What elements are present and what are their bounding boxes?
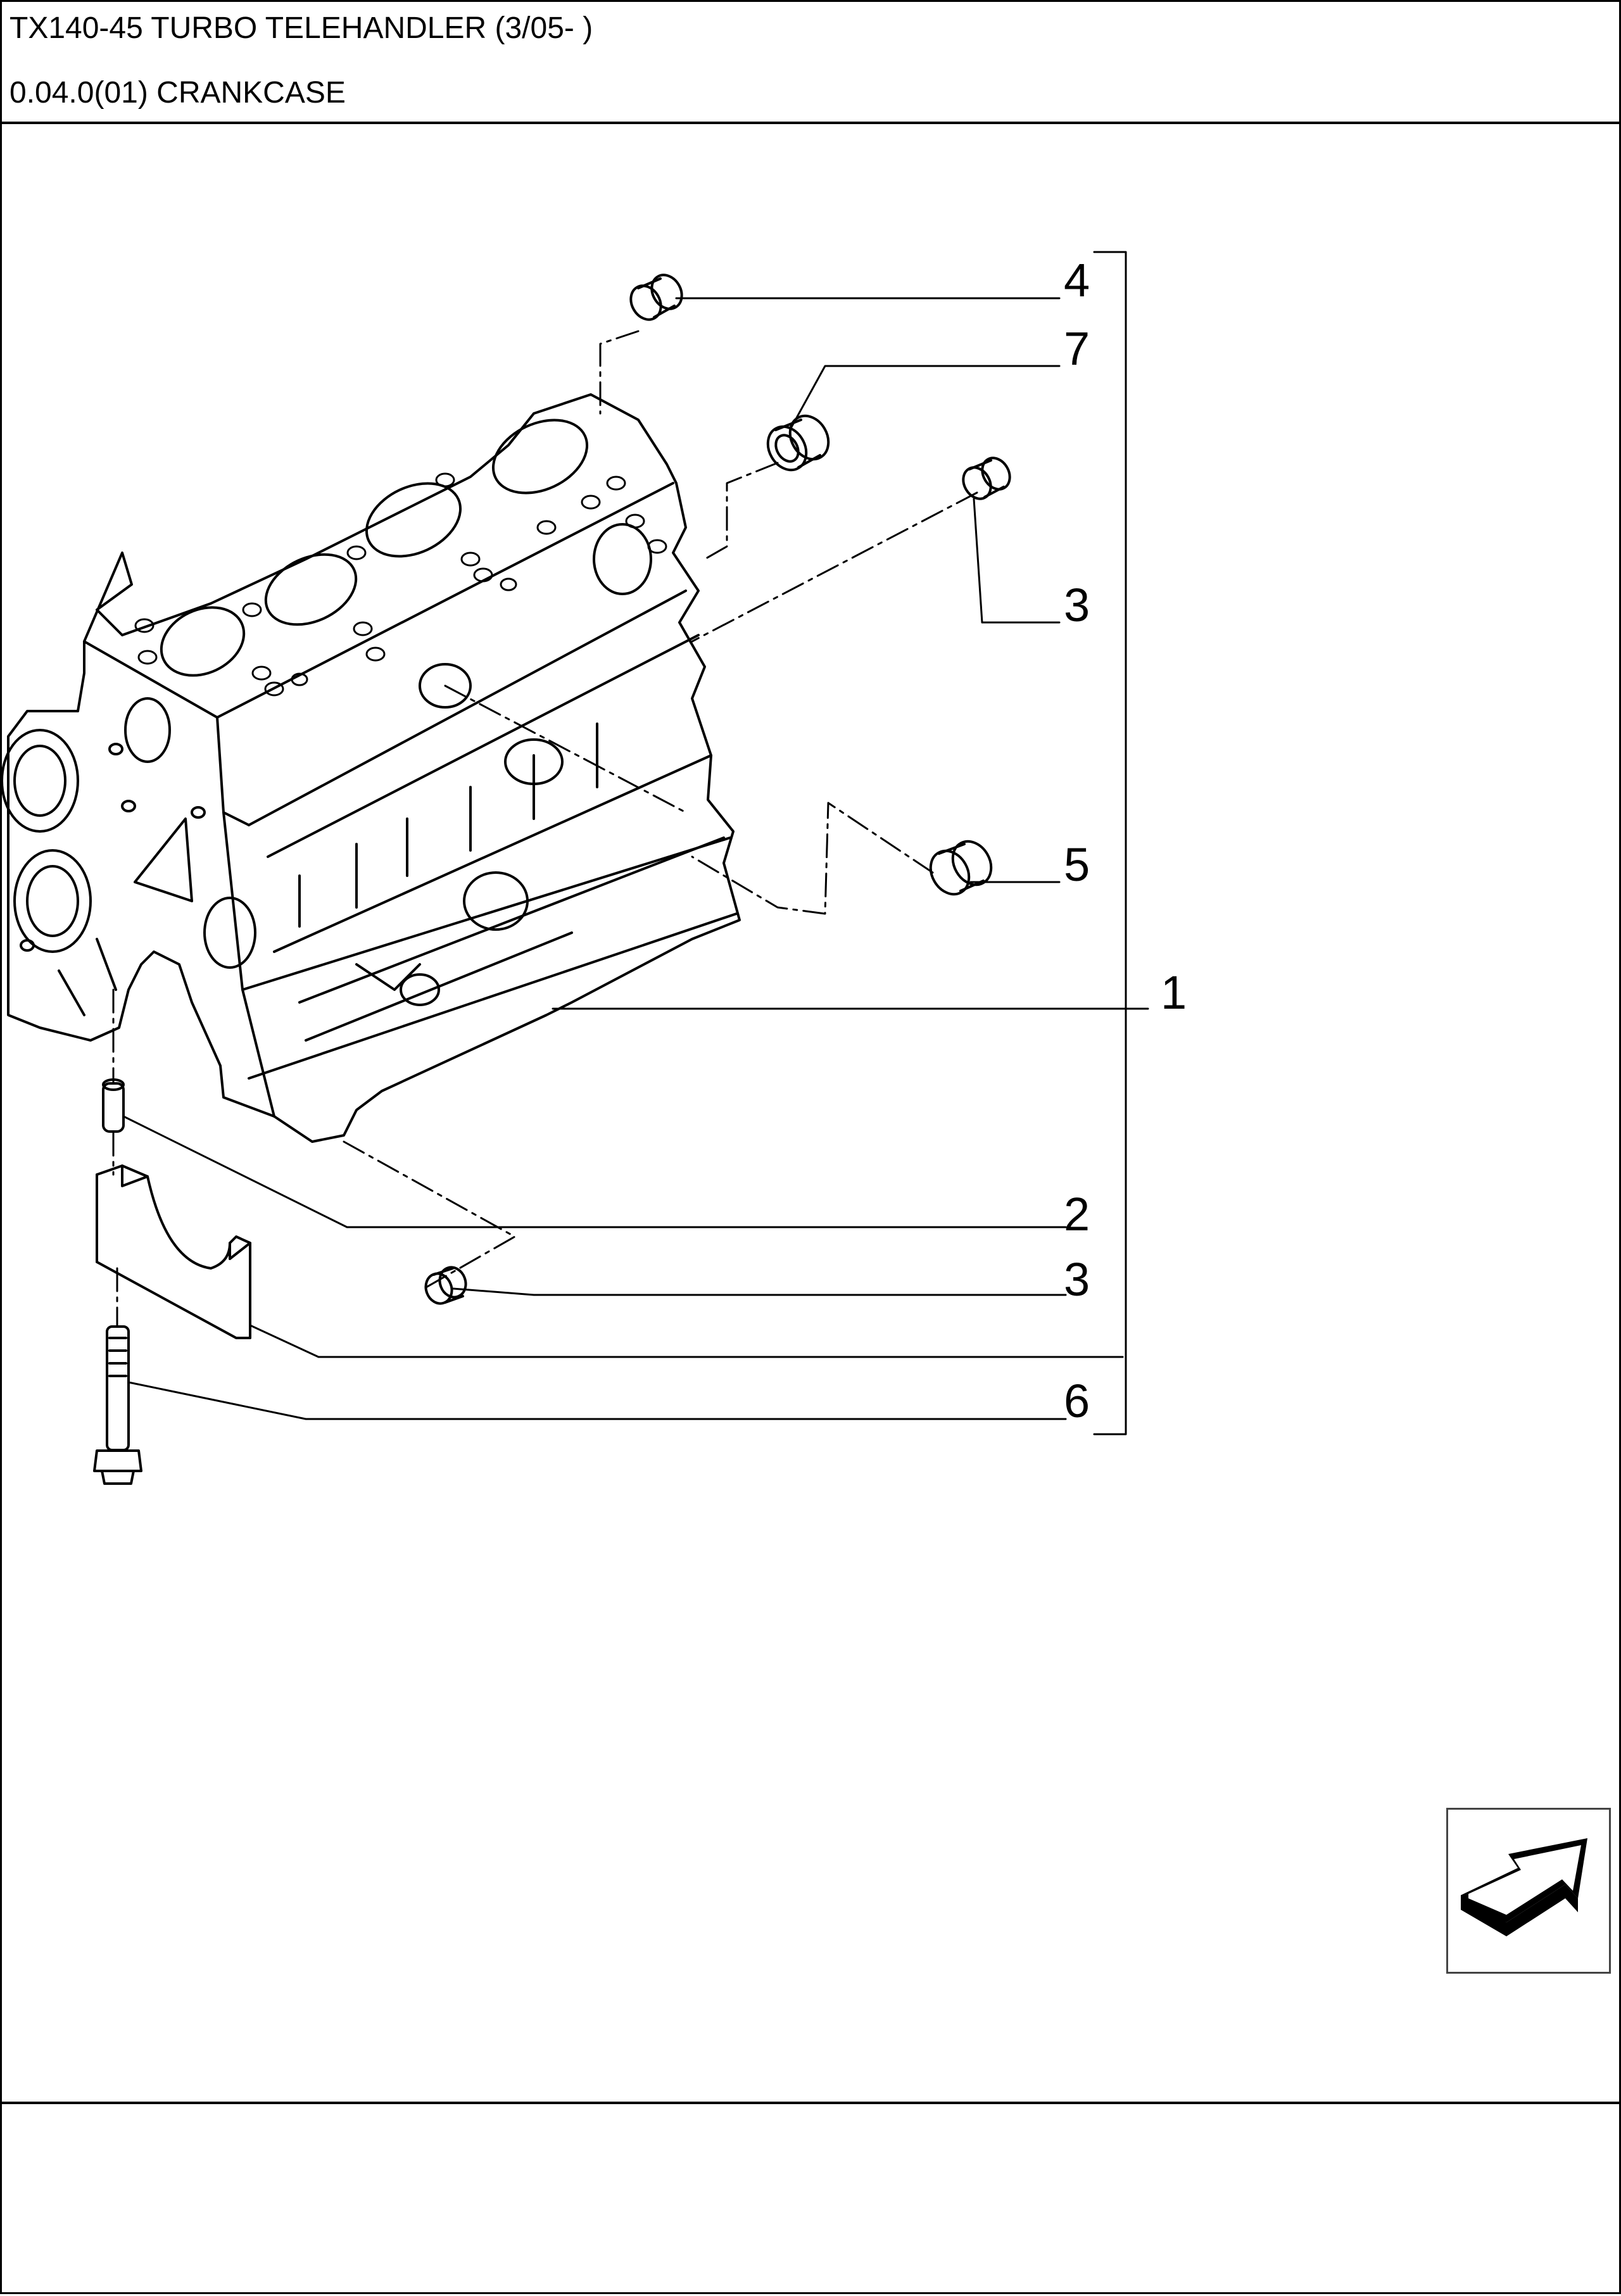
expansion-plug-5 — [929, 840, 993, 896]
bushing-7 — [766, 414, 830, 472]
expansion-plug-3-upper — [962, 457, 1011, 500]
cap-bolt-6 — [93, 1325, 142, 1485]
dowel-pin-2 — [102, 1078, 125, 1133]
callout-leader-lines — [122, 251, 1149, 1435]
expansion-plug-4 — [629, 274, 683, 321]
callout-6: 6 — [1064, 1375, 1090, 1427]
next-page-button[interactable] — [1446, 1808, 1611, 1974]
callout-5: 5 — [1064, 838, 1090, 891]
callout-3-top: 3 — [1064, 579, 1090, 631]
callout-7: 7 — [1064, 322, 1090, 375]
callout-1: 1 — [1161, 966, 1187, 1019]
section-title: 0.04.0(01) CRANKCASE — [9, 76, 346, 110]
callout-2: 2 — [1064, 1188, 1090, 1240]
next-page-arrow-icon — [1461, 1838, 1587, 1936]
page-header: TX140-45 TURBO TELEHANDLER (3/05- ) 0.04… — [2, 2, 1619, 124]
main-bearing-cap — [96, 1164, 251, 1339]
crankcase-block-drawing — [2, 393, 741, 1143]
callout-4-top: 4 — [1064, 254, 1090, 306]
page-title: TX140-45 TURBO TELEHANDLER (3/05- ) — [9, 11, 593, 45]
assembly-center-lines — [112, 330, 978, 1327]
footer-divider — [2, 2102, 1619, 2104]
expansion-plug-3-lower — [424, 1266, 467, 1305]
callout-3-bottom: 3 — [1064, 1253, 1090, 1306]
